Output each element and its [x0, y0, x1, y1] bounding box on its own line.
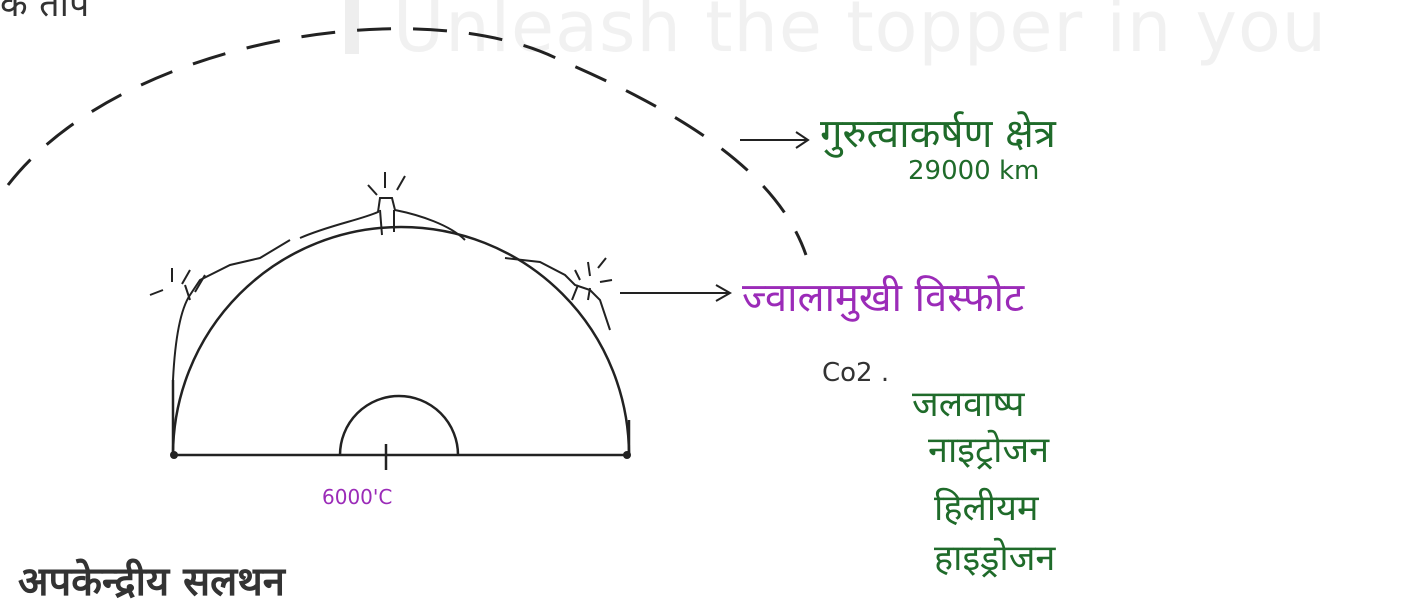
watermark-bar — [345, 0, 359, 54]
earth-half-circle — [171, 225, 631, 456]
volcano-right-vent — [571, 284, 591, 301]
co2-label: Co2 . — [822, 358, 890, 388]
spark-top — [367, 172, 406, 196]
spark-left — [149, 268, 191, 296]
gravity-field-label: गुरुत्वाकर्षण क्षेत्र — [820, 111, 1056, 157]
volcano-left — [172, 239, 291, 381]
top-fragment-text: क ताप — [0, 0, 90, 25]
gravity-arrow — [740, 131, 810, 149]
spark-right — [574, 257, 613, 283]
gas-hydrogen: हाइड्रोजन — [934, 538, 1056, 579]
volcano-right — [504, 257, 611, 331]
volcanic-eruption-label: ज्वालामुखी विस्फोट — [742, 275, 1025, 321]
watermark-text: Unleash the topper in you — [393, 0, 1328, 68]
gas-helium: हिलीयम — [934, 488, 1039, 529]
earth-diagram — [6, 27, 810, 470]
gas-nitrogen: नाइट्रोजन — [928, 430, 1050, 471]
gravity-distance-label: 29000 km — [908, 156, 1040, 186]
earth-left-point — [170, 451, 178, 459]
volcano-top — [299, 197, 466, 241]
volcano-arrow — [620, 284, 733, 302]
volcano-left-vent — [184, 274, 206, 301]
earth-right-point — [623, 451, 631, 459]
core-temperature-label: 6000'C — [322, 485, 393, 509]
volcano-top-vent — [379, 209, 395, 236]
bottom-fragment-text: अपकेन्द्रीय सलथन — [18, 559, 286, 605]
core-half-circle — [338, 394, 460, 456]
watermark: Unleash the topper in you — [345, 0, 1327, 68]
gas-water-vapour: जलवाष्प — [912, 384, 1025, 425]
gravity-field-arc — [6, 27, 808, 256]
